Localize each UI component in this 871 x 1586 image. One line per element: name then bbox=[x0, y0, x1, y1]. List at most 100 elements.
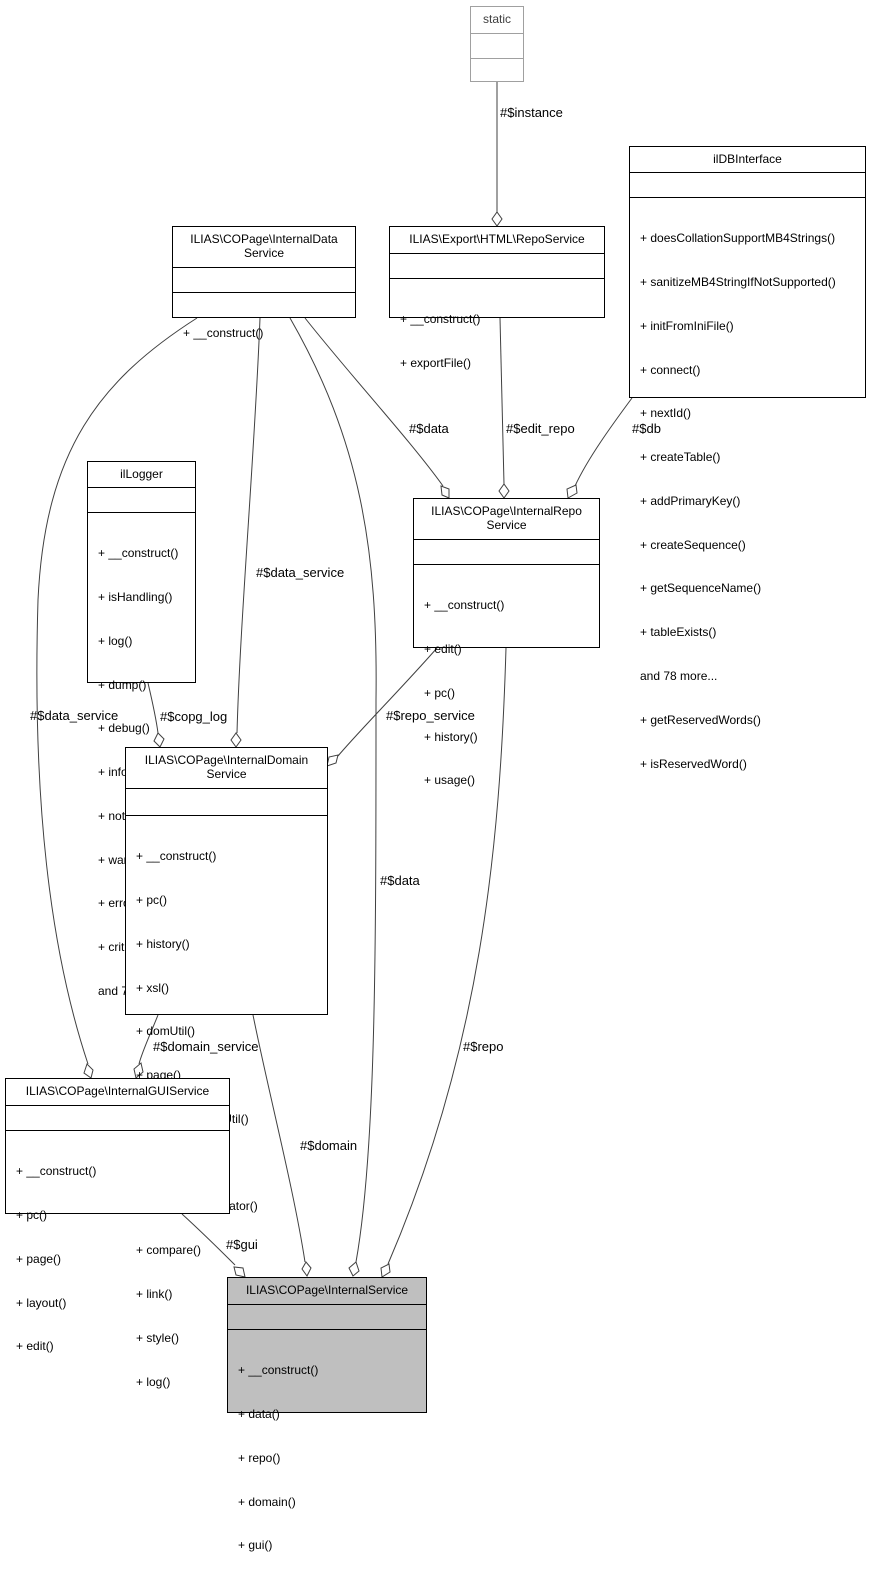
method-item: + domain() bbox=[238, 1494, 296, 1509]
class-box-export-repo-service: ILIAS\Export\HTML\RepoService + __constr… bbox=[389, 226, 605, 370]
edge-label-domain: #$domain bbox=[300, 1138, 358, 1153]
aggregation-diamond bbox=[230, 732, 242, 748]
attributes-section bbox=[390, 253, 604, 278]
method-item: + getReservedWords() bbox=[640, 712, 761, 727]
aggregation-diamond bbox=[233, 1266, 246, 1278]
method-item: + repo() bbox=[238, 1450, 281, 1465]
method-item: + data() bbox=[238, 1406, 280, 1421]
edge-label-edit-repo: #$edit_repo bbox=[506, 421, 575, 436]
method-item: + dump() bbox=[98, 677, 147, 692]
method-item: + debug() bbox=[98, 721, 150, 736]
edge-data-service-domain bbox=[236, 317, 261, 734]
edge-gui bbox=[181, 1213, 236, 1266]
method-item: + tableExists() bbox=[640, 625, 717, 640]
edge-label-db: #$db bbox=[632, 421, 661, 436]
method-item: + connect() bbox=[640, 362, 701, 377]
method-item: + __construct() bbox=[424, 598, 505, 613]
method-item: + log() bbox=[98, 633, 133, 648]
method-item: + nextId() bbox=[640, 406, 692, 421]
method-item: + createSequence() bbox=[640, 537, 746, 552]
class-name: ilLogger bbox=[120, 467, 163, 481]
method-item: + usage() bbox=[424, 773, 476, 788]
attributes-section bbox=[630, 172, 865, 197]
edge-data-internal bbox=[289, 317, 377, 1263]
class-name: ILIAS\COPage\InternalDomain Service bbox=[144, 753, 309, 781]
method-item: + doesCollationSupportMB4Strings() bbox=[640, 231, 836, 246]
method-item: + __construct() bbox=[136, 849, 217, 864]
method-item: + compare() bbox=[136, 1243, 202, 1258]
class-box-static: static bbox=[470, 6, 524, 82]
method-item: + edit() bbox=[16, 1339, 54, 1354]
method-item: + xsl() bbox=[136, 980, 169, 995]
method-item: + addPrimaryKey() bbox=[640, 493, 741, 508]
class-box-db-interface: ilDBInterface + doesCollationSupportMB4S… bbox=[629, 146, 866, 771]
method-item: + pc() bbox=[136, 892, 168, 907]
class-name: ILIAS\COPage\InternalService bbox=[245, 1283, 409, 1297]
edge-label-repo-service: #$repo_service bbox=[386, 708, 475, 723]
class-name: ILIAS\COPage\InternalData Service bbox=[190, 232, 338, 260]
edge-data-service-gui bbox=[36, 317, 198, 1065]
aggregation-diamond bbox=[348, 1261, 360, 1277]
aggregation-diamond bbox=[380, 1263, 391, 1278]
method-item: + layout() bbox=[16, 1295, 67, 1310]
class-name: ILIAS\COPage\InternalGUIService bbox=[25, 1084, 210, 1098]
attributes-section bbox=[6, 1105, 229, 1130]
aggregation-diamond bbox=[326, 754, 339, 767]
methods-list: + __construct() + data() + repo() + doma… bbox=[228, 1329, 426, 1586]
edge-domain bbox=[252, 1014, 306, 1263]
aggregation-diamond bbox=[301, 1261, 312, 1277]
attributes-section bbox=[88, 487, 195, 512]
method-item: + log() bbox=[136, 1374, 171, 1389]
class-box-internal-repo-service: ILIAS\COPage\InternalRepo Service + __co… bbox=[413, 498, 600, 787]
edge-label-data-service-gui: #$data_service bbox=[30, 708, 119, 723]
class-box-internal-service: ILIAS\COPage\InternalService + __constru… bbox=[227, 1277, 427, 1552]
class-name: static bbox=[482, 12, 511, 26]
method-item: + sanitizeMB4StringIfNotSupported() bbox=[640, 274, 836, 289]
edge-label-data-service-domain: #$data_service bbox=[256, 565, 345, 580]
edge-db bbox=[574, 397, 633, 487]
aggregation-diamond bbox=[440, 485, 450, 499]
method-item: + pc() bbox=[424, 685, 456, 700]
edge-copg-log bbox=[147, 682, 159, 734]
aggregation-diamond bbox=[153, 732, 165, 748]
attributes-section bbox=[414, 539, 599, 564]
edge-label-instance: #$instance bbox=[500, 105, 563, 120]
methods-list: + doesCollationSupportMB4Strings() + san… bbox=[630, 197, 865, 804]
edge-label-gui: #$gui bbox=[226, 1237, 258, 1252]
edge-repo-service bbox=[337, 647, 438, 757]
method-item: + __construct() bbox=[16, 1164, 97, 1179]
methods-list: + __construct() + edit() + pc() + histor… bbox=[414, 564, 599, 821]
class-name: ilDBInterface bbox=[713, 152, 782, 166]
method-item: + isReservedWord() bbox=[640, 756, 747, 771]
method-item: + history() bbox=[136, 936, 190, 951]
edge-label-copg-log: #$copg_log bbox=[160, 709, 228, 724]
edge-repo bbox=[387, 647, 507, 1265]
methods-section bbox=[471, 58, 523, 82]
relationship-edges bbox=[36, 82, 633, 1278]
method-item: + __construct() bbox=[400, 312, 481, 327]
method-item: + getSequenceName() bbox=[640, 581, 762, 596]
class-box-logger: ilLogger + __construct() + isHandling() … bbox=[87, 461, 196, 998]
methods-list: + __construct() bbox=[173, 292, 355, 374]
method-item: + style() bbox=[136, 1330, 180, 1345]
class-box-internal-data-service: ILIAS\COPage\InternalData Service + __co… bbox=[172, 226, 356, 340]
method-item: + link() bbox=[136, 1287, 173, 1301]
attributes-section bbox=[471, 33, 523, 58]
attributes-section bbox=[228, 1304, 426, 1329]
attributes-section bbox=[126, 788, 327, 815]
aggregation-diamond bbox=[566, 484, 578, 499]
method-item: + isHandling() bbox=[98, 589, 173, 604]
edge-label-repo: #$repo bbox=[463, 1039, 504, 1054]
method-item: + __construct() bbox=[98, 546, 179, 561]
method-item: + domUtil() bbox=[136, 1024, 196, 1039]
class-name: ILIAS\Export\HTML\RepoService bbox=[409, 232, 585, 246]
method-item: + __construct() bbox=[238, 1363, 319, 1378]
method-item: and 78 more... bbox=[640, 669, 718, 683]
method-item: + createTable() bbox=[640, 450, 721, 465]
edge-label-domain-service: #$domain_service bbox=[153, 1039, 259, 1054]
aggregation-diamond bbox=[491, 211, 503, 227]
class-name: ILIAS\COPage\InternalRepo Service bbox=[431, 504, 582, 532]
method-item: + edit() bbox=[424, 641, 462, 656]
method-item: + history() bbox=[424, 729, 478, 744]
method-item: + initFromIniFile() bbox=[640, 318, 734, 333]
